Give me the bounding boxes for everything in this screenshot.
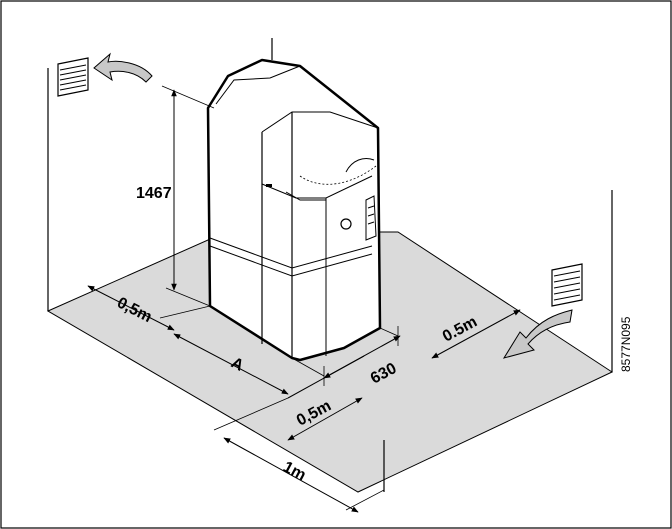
- figure-code: 8577N095: [619, 316, 633, 372]
- dimension-front-clearance: [287, 397, 363, 441]
- boiler-unit: [206, 58, 382, 362]
- control-knob-icon: [340, 218, 352, 230]
- ventilation-grille-icon: [551, 263, 583, 307]
- dimension-right-clearance: [431, 309, 521, 359]
- dimension-service-space: [223, 437, 359, 513]
- control-panel-icon: [365, 195, 377, 241]
- dimension-a: [173, 333, 289, 395]
- height-label: 1467: [136, 185, 172, 202]
- ventilation-grille-icon: [57, 57, 89, 97]
- air-flow-arrow-icon: [93, 52, 153, 83]
- dimension-left-clearance: [87, 285, 175, 331]
- service-space-label: 1m: [280, 459, 308, 485]
- dimension-front-clearance-line: [287, 355, 365, 399]
